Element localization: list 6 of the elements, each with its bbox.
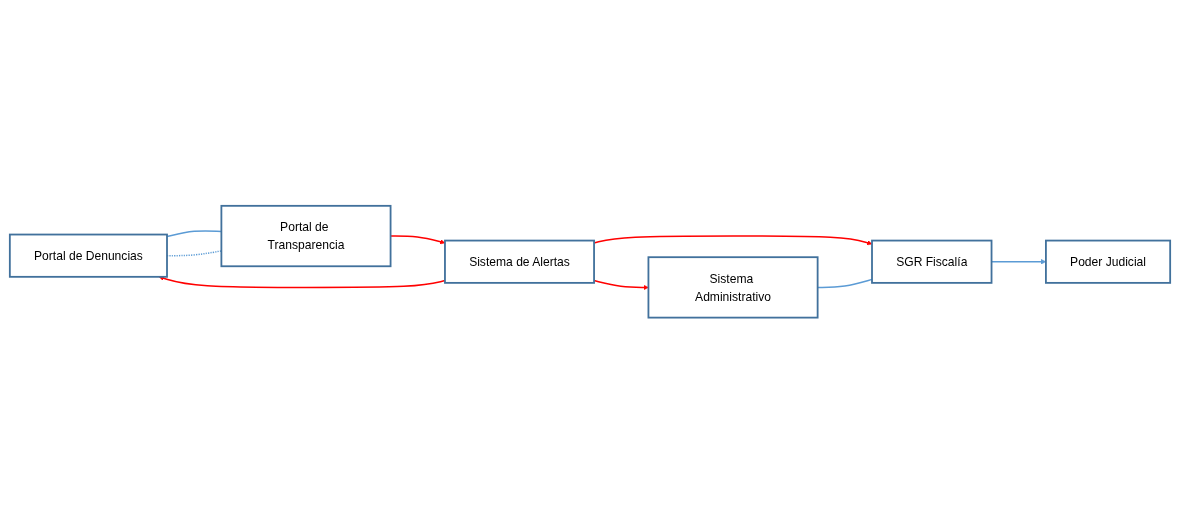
process-box: Sistema Administrativo — [647, 256, 819, 319]
process-box: Portal de Denuncias — [8, 233, 168, 278]
process-box: Poder Judicial — [1045, 239, 1172, 285]
process-box: Portal de Transparencia — [220, 205, 392, 268]
process-box: Sistema de Alertas — [444, 239, 595, 285]
process-box: SGR Fiscalía — [871, 239, 993, 285]
